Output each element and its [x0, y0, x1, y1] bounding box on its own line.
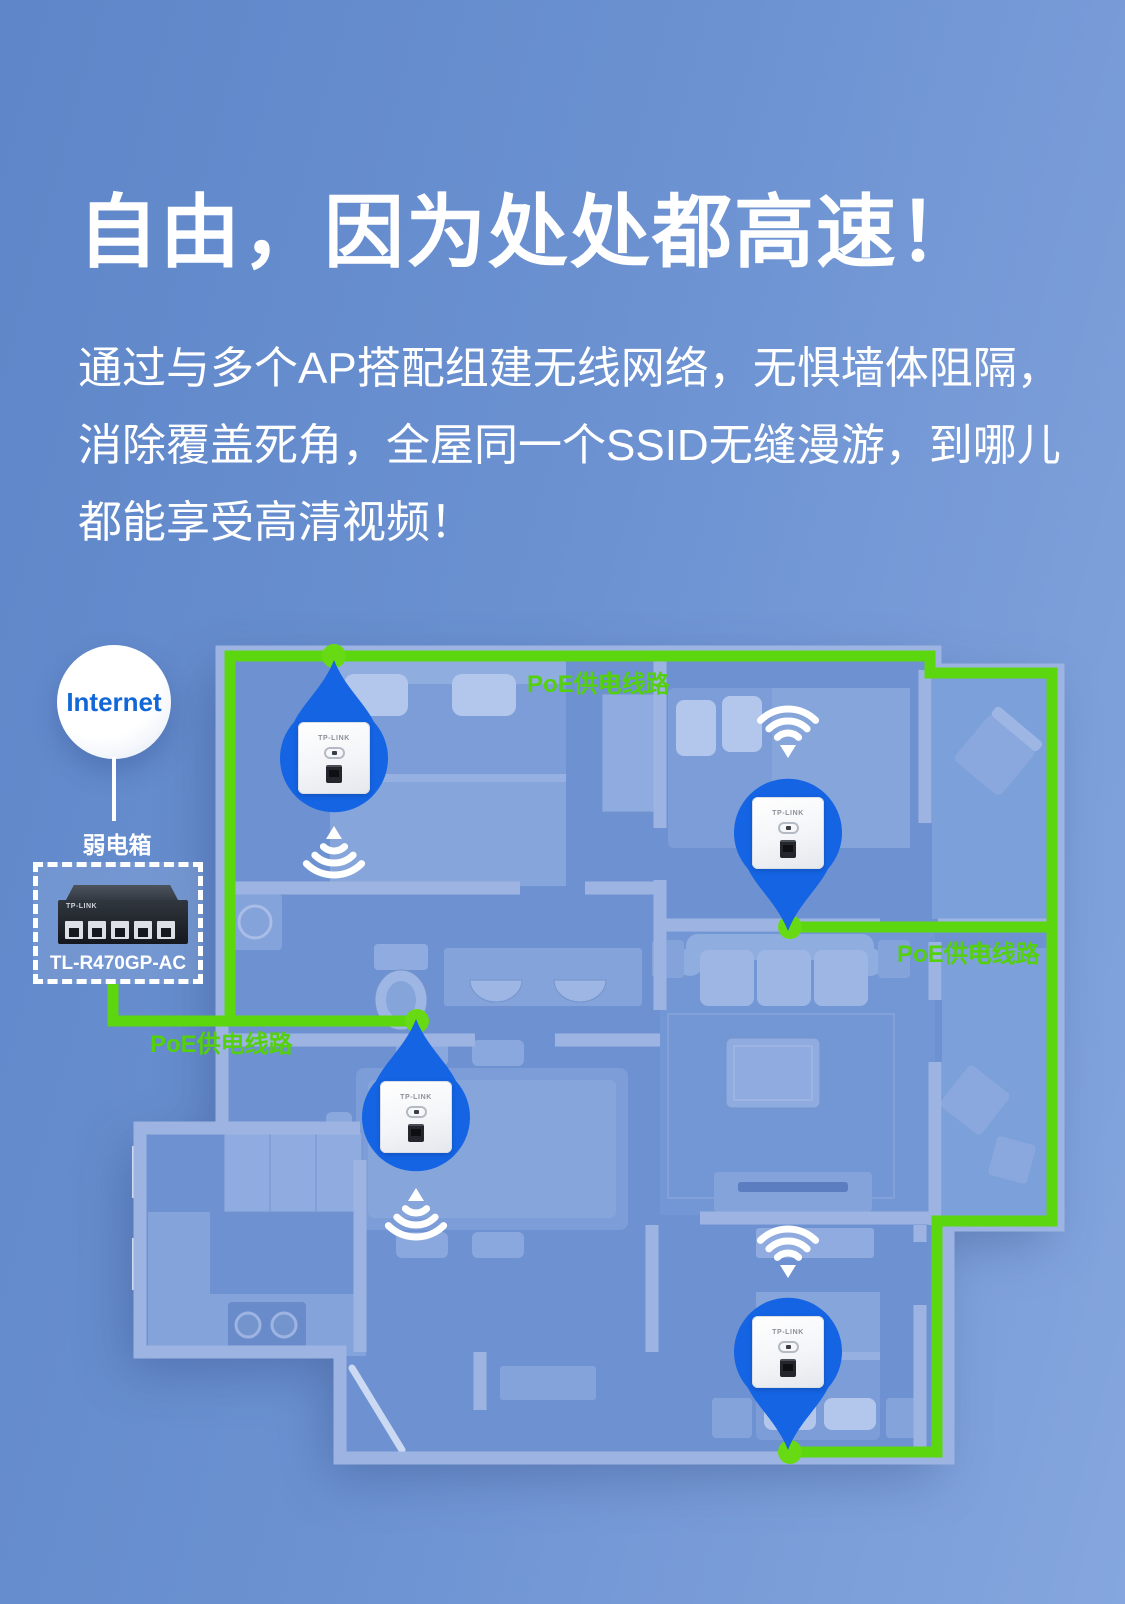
- hall-cabinet: [500, 1366, 596, 1400]
- ap-led-icon: [323, 747, 345, 759]
- poe-line: [107, 650, 1058, 1458]
- router-top-face: [66, 885, 178, 900]
- ap-ethernet-port-icon: [780, 840, 796, 858]
- intro-line: 消除覆盖死角，全屋同一个SSID无缝漫游，到哪儿: [78, 421, 1061, 470]
- weak-current-box: TP-LINK TL-R470GP-AC: [33, 862, 203, 984]
- rj45-port-icon: [88, 921, 106, 939]
- poe-node: [322, 644, 346, 668]
- side-chairs: [940, 1065, 1036, 1184]
- ap-ethernet-port-icon: [408, 1124, 424, 1142]
- poe-node: [405, 1009, 429, 1033]
- wifi-icon-down: [384, 1188, 448, 1241]
- router-model-label: TL-R470GP-AC: [49, 953, 187, 974]
- ap-led-icon: [777, 1341, 799, 1353]
- rj45-port-icon: [65, 921, 83, 939]
- ap-led-icon: [777, 822, 799, 834]
- ap-faceplate: TP-LINK: [752, 797, 824, 869]
- entry-door-leaf: [348, 1364, 406, 1454]
- dining-table: [326, 1040, 628, 1258]
- ap-brand-label: TP-LINK: [772, 810, 804, 817]
- rj45-port-icon: [111, 921, 129, 939]
- internet-bubble: Internet: [57, 645, 171, 759]
- desk-chair: [955, 706, 1043, 795]
- poe-node: [778, 1440, 802, 1464]
- rj45-port-icon: [157, 921, 175, 939]
- poe-line-label-top: PoE供电线路: [527, 671, 670, 698]
- sofa: [652, 934, 910, 1006]
- intro-line: 通过与多个AP搭配组建无线网络，无惧墙体阻隔，: [78, 344, 1061, 393]
- router-front-face: TP-LINK: [58, 900, 188, 944]
- ap-brand-label: TP-LINK: [318, 735, 350, 742]
- intro-paragraph: 通过与多个AP搭配组建无线网络，无惧墙体阻隔， 消除覆盖死角，全屋同一个SSID…: [78, 330, 1078, 561]
- coffee-table: [725, 1037, 821, 1109]
- poe-line-label-middle: PoE供电线路: [897, 941, 1040, 968]
- intro-line: 都能享受高清视频！: [78, 498, 474, 547]
- ap-brand-label: TP-LINK: [400, 1094, 432, 1101]
- router-brand-label: TP-LINK: [66, 903, 98, 910]
- walls: [133, 645, 1065, 1465]
- wifi-icons: [302, 705, 820, 1278]
- poe-router-device: TP-LINK: [58, 885, 188, 947]
- tv-bench: [714, 1172, 872, 1212]
- poe-line-switch-branch: [107, 984, 417, 1027]
- ap-faceplate: TP-LINK: [752, 1316, 824, 1388]
- wifi-icon-up: [756, 705, 820, 758]
- poe-line-main-loop: [224, 650, 1058, 1458]
- page-title: 自由，因为处处都高速！: [78, 188, 980, 277]
- ap-faceplate: TP-LINK: [298, 722, 370, 794]
- bed-top-left: [330, 658, 566, 886]
- wifi-icon-down: [302, 826, 366, 879]
- ethernet-ports: [65, 921, 175, 939]
- bathroom-vanity: [444, 948, 642, 1006]
- wifi-icon-up: [756, 1225, 820, 1278]
- internet-label: Internet: [66, 686, 162, 717]
- ap-ethernet-port-icon: [780, 1359, 796, 1377]
- internet-connector-line: [112, 757, 116, 821]
- poe-line-label-bottom: PoE供电线路: [150, 1031, 293, 1058]
- ap-faceplate: TP-LINK: [380, 1081, 452, 1153]
- weak-current-box-label: 弱电箱: [82, 832, 152, 858]
- wardrobe: [601, 693, 655, 813]
- ap-brand-label: TP-LINK: [772, 1329, 804, 1336]
- ap-ethernet-port-icon: [326, 765, 342, 783]
- ap-led-icon: [405, 1106, 427, 1118]
- washing-machine: [228, 894, 282, 950]
- rj45-port-icon: [134, 921, 152, 939]
